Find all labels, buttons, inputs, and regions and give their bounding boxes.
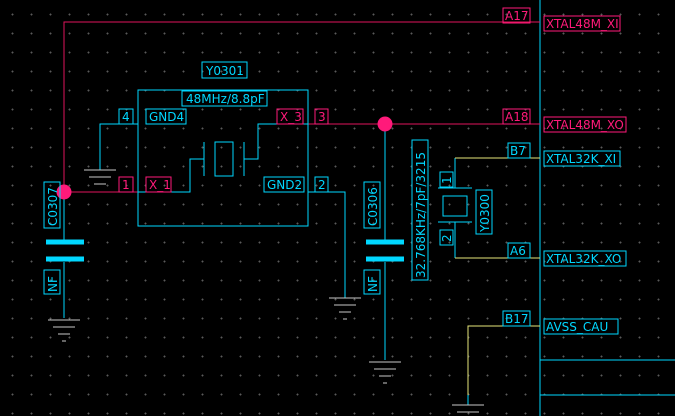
component-wires — [63, 123, 469, 405]
ic-net-xtal48m-xi: XTAL48M_XI — [546, 17, 619, 31]
cap-c0307-ref: C0307 — [46, 187, 60, 226]
capacitor-c0307[interactable] — [46, 239, 84, 262]
ic-net-xtal32k-xi: XTAL32K_XI — [546, 152, 616, 166]
wire-xtal48m-xi — [63, 21, 540, 192]
ic-pin-num-a6: A6 — [510, 244, 526, 258]
ic-pin-num-a18: A18 — [505, 110, 528, 124]
ic-net-xtal32k-xo: XTAL32K_XO — [546, 252, 621, 266]
crystal-32k[interactable] — [438, 187, 472, 223]
ic-net-xtal48m-xo: XTAL48M_XO — [546, 118, 624, 132]
pin-num-4: 4 — [122, 110, 130, 124]
cap-c0306-ref: C0306 — [366, 187, 380, 226]
ground-icon — [329, 297, 361, 320]
crystal-48m-value: 48MHz/8.8pF — [186, 92, 265, 106]
ic-pin-num-a17: A17 — [505, 9, 528, 23]
ic-pin-num-b17: B17 — [505, 312, 529, 326]
ground-symbols — [48, 169, 484, 413]
pin-name-x1: X_1 — [149, 178, 171, 192]
crystal-32k-pin2: 2 — [440, 234, 454, 242]
cap-c0306-value: NF — [366, 276, 380, 292]
crystal-32k-ref: Y0300 — [478, 194, 492, 233]
ground-icon — [48, 319, 80, 342]
pin-num-2: 2 — [318, 178, 326, 192]
junction-dot — [377, 116, 393, 132]
pin-name-x3: X_3 — [280, 110, 302, 124]
crystal-48m-ref: Y0301 — [205, 64, 244, 78]
ic-body[interactable] — [539, 0, 675, 416]
pin-num-3: 3 — [318, 110, 326, 124]
ground-icon — [452, 404, 484, 413]
crystal-32k-value: 32.768KHz/7pF/3215 — [414, 152, 428, 278]
pin-num-1: 1 — [122, 178, 130, 192]
ic-net-avss-cau: AVSS_CAU — [546, 320, 608, 334]
ic-pin-num-b7: B7 — [510, 144, 526, 158]
ground-icon — [369, 361, 401, 384]
crystal-32k-pin1: 1 — [440, 176, 454, 184]
cap-c0307-value: NF — [46, 276, 60, 292]
pin-wires — [455, 157, 540, 395]
ground-icon — [84, 169, 116, 185]
net-wires[interactable] — [63, 21, 540, 193]
capacitor-c0306[interactable] — [366, 239, 404, 262]
pin-name-gnd2: GND2 — [267, 178, 302, 192]
pin-name-gnd4: GND4 — [149, 110, 184, 124]
